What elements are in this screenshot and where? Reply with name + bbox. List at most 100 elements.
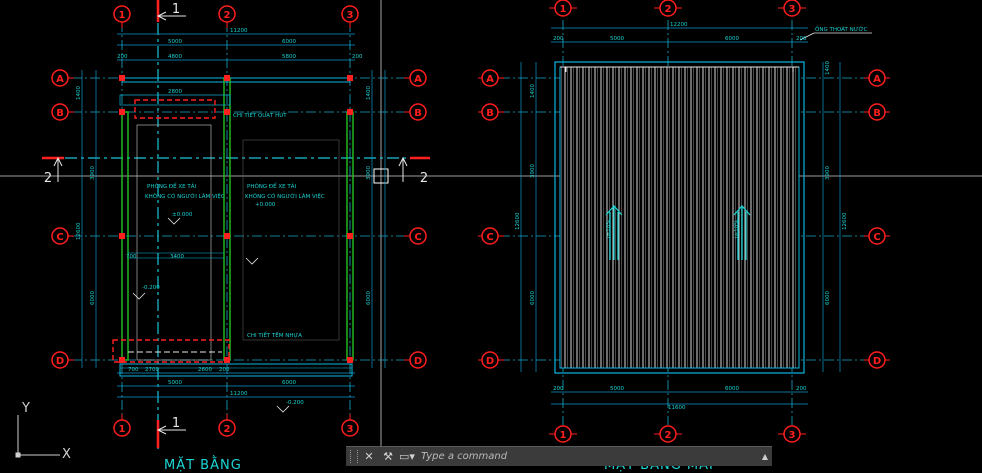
svg-text:+0.000: +0.000 xyxy=(255,202,276,208)
svg-text:5800: 5800 xyxy=(282,54,296,60)
svg-text:A: A xyxy=(56,74,64,85)
svg-text:12600: 12600 xyxy=(842,212,848,230)
roof-grid-bubbles: 1 2 3 1 2 3 A B C D A B C D xyxy=(478,0,890,443)
svg-text:PHÒNG ĐỂ XE TẢI: PHÒNG ĐỂ XE TẢI xyxy=(147,182,197,190)
left-plan-title: MẶT BẰNG xyxy=(164,458,242,473)
section-cut-1 xyxy=(156,0,186,450)
svg-text:KHÔNG CÓ NGƯỜI LÀM VIỆC: KHÔNG CÓ NGƯỜI LÀM VIỆC xyxy=(145,192,225,200)
svg-text:700: 700 xyxy=(128,367,139,373)
svg-text:D: D xyxy=(873,356,881,367)
svg-text:3: 3 xyxy=(347,424,354,435)
svg-text:5000: 5000 xyxy=(610,36,624,42)
svg-text:1: 1 xyxy=(560,430,567,441)
svg-text:200: 200 xyxy=(796,386,807,392)
svg-text:3: 3 xyxy=(789,430,796,441)
svg-text:C: C xyxy=(486,232,493,243)
svg-text:700: 700 xyxy=(126,254,137,260)
svg-text:PHÒNG ĐỂ XE TẢI: PHÒNG ĐỂ XE TẢI xyxy=(247,182,297,190)
svg-text:1400: 1400 xyxy=(530,84,536,98)
svg-text:2: 2 xyxy=(665,4,672,15)
svg-text:CHI TIẾT TẾM NHỰA: CHI TIẾT TẾM NHỰA xyxy=(247,331,302,339)
slope-arrows xyxy=(605,205,751,260)
ucs-y-label: Y xyxy=(21,401,30,416)
svg-text:200: 200 xyxy=(352,54,363,60)
svg-text:2: 2 xyxy=(420,171,428,186)
ucs-icon xyxy=(15,415,60,458)
section-labels: 1 1 2 2 xyxy=(44,2,428,431)
svg-text:1400: 1400 xyxy=(76,86,82,100)
svg-text:±0.000: ±0.000 xyxy=(172,212,193,218)
svg-text:3: 3 xyxy=(347,10,354,21)
svg-text:2700: 2700 xyxy=(145,367,159,373)
svg-text:200: 200 xyxy=(219,367,230,373)
left-plan-annotations: 11200 5000 6000 4800 5800 200 200 5000 6… xyxy=(76,28,372,406)
svg-text:1400: 1400 xyxy=(825,61,831,75)
svg-text:12600: 12600 xyxy=(515,212,521,230)
svg-text:ỐNG THOÁT NƯỚC: ỐNG THOÁT NƯỚC xyxy=(815,25,867,33)
wrench-icon[interactable]: ⚒ xyxy=(383,450,393,463)
svg-text:3900: 3900 xyxy=(825,166,831,180)
svg-text:B: B xyxy=(56,108,64,119)
command-history-arrow[interactable]: ▲ xyxy=(761,452,769,461)
svg-text:3: 3 xyxy=(789,4,796,15)
svg-text:2: 2 xyxy=(224,424,231,435)
svg-text:2800: 2800 xyxy=(168,89,182,95)
svg-text:B: B xyxy=(873,108,881,119)
svg-text:2: 2 xyxy=(44,171,52,186)
svg-text:11200: 11200 xyxy=(230,391,248,397)
left-grid-bubbles: 1 2 3 1 2 3 A B C D A B C D xyxy=(51,5,427,437)
svg-text:3900: 3900 xyxy=(90,166,96,180)
svg-text:A: A xyxy=(414,74,422,85)
svg-text:D: D xyxy=(414,356,422,367)
svg-text:2: 2 xyxy=(665,430,672,441)
svg-text:i=10%: i=10% xyxy=(734,220,740,238)
roof-plan[interactable] xyxy=(500,20,872,425)
svg-text:6000: 6000 xyxy=(825,291,831,305)
svg-text:6000: 6000 xyxy=(530,291,536,305)
svg-text:B: B xyxy=(486,108,494,119)
svg-text:3900: 3900 xyxy=(366,166,372,180)
svg-text:12600: 12600 xyxy=(76,222,82,240)
svg-text:C: C xyxy=(414,232,421,243)
svg-text:6000: 6000 xyxy=(282,39,296,45)
svg-text:3900: 3900 xyxy=(530,164,536,178)
svg-text:200: 200 xyxy=(117,54,128,60)
svg-text:6000: 6000 xyxy=(725,36,739,42)
ucs-x-label: X xyxy=(62,447,71,462)
svg-text:200: 200 xyxy=(553,386,564,392)
svg-text:D: D xyxy=(486,356,494,367)
command-input[interactable] xyxy=(419,448,754,465)
roof-plan-annotations: 12200 5000 6000 200 200 5000 6000 200 20… xyxy=(515,22,867,411)
svg-text:6000: 6000 xyxy=(725,386,739,392)
close-icon[interactable]: ✕ xyxy=(364,450,374,463)
left-floor-plan[interactable] xyxy=(42,0,430,450)
svg-text:D: D xyxy=(56,356,64,367)
svg-text:11200: 11200 xyxy=(230,28,248,34)
svg-text:11600: 11600 xyxy=(668,405,686,411)
svg-text:1: 1 xyxy=(172,2,180,17)
svg-text:C: C xyxy=(56,232,63,243)
svg-text:2: 2 xyxy=(224,10,231,21)
svg-text:1400: 1400 xyxy=(366,86,372,100)
svg-text:5000: 5000 xyxy=(168,380,182,386)
section-cut-2 xyxy=(42,156,430,182)
svg-text:B: B xyxy=(414,108,422,119)
command-line-bar[interactable]: ✕ ⚒ ▭▾ ▲ xyxy=(346,446,772,466)
svg-text:5000: 5000 xyxy=(168,39,182,45)
svg-text:3400: 3400 xyxy=(170,254,184,260)
svg-text:i=10%: i=10% xyxy=(606,220,612,238)
recent-commands-icon[interactable]: ▭▾ xyxy=(399,450,415,463)
svg-text:6000: 6000 xyxy=(282,380,296,386)
svg-text:1: 1 xyxy=(560,4,567,15)
svg-text:200: 200 xyxy=(553,36,564,42)
svg-text:A: A xyxy=(873,74,881,85)
svg-text:-0.200: -0.200 xyxy=(286,400,304,406)
svg-text:1: 1 xyxy=(119,424,126,435)
svg-text:200: 200 xyxy=(796,36,807,42)
command-line-grip[interactable] xyxy=(350,450,358,463)
svg-text:A: A xyxy=(486,74,494,85)
svg-text:6000: 6000 xyxy=(366,291,372,305)
svg-text:6000: 6000 xyxy=(90,291,96,305)
